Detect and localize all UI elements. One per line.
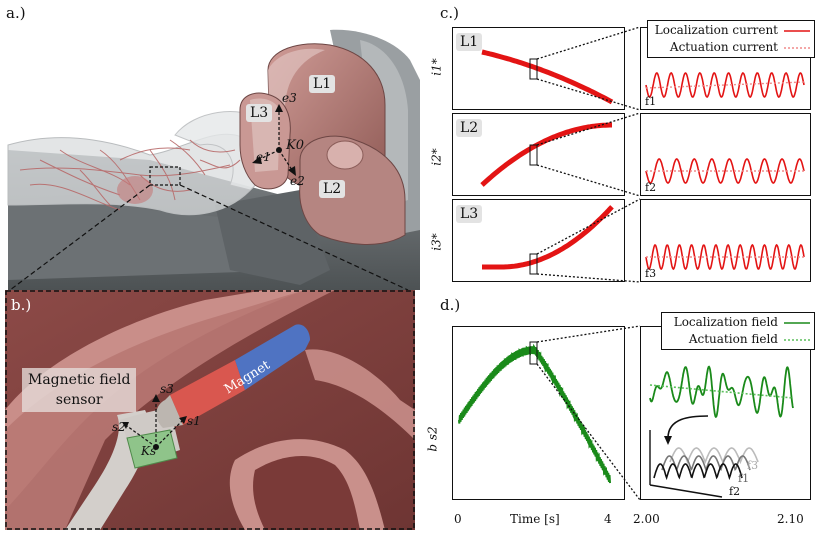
zoom-line-top-2 xyxy=(536,112,641,146)
spectrum-trace-1 xyxy=(669,447,759,465)
legend-current-swatches xyxy=(784,30,810,49)
legend-actuation-field: Actuation field xyxy=(688,332,778,346)
freq-label-f1: f1 xyxy=(645,95,657,108)
sensor-label-box: Magnetic field sensor xyxy=(22,368,137,412)
coil-label-l2: L2 xyxy=(319,180,346,198)
x-tick-2-00: 2.00 xyxy=(633,512,660,526)
frame-ks-label: Ks xyxy=(141,444,157,458)
panel-a-label: a.) xyxy=(6,4,26,22)
field-trace xyxy=(458,343,611,484)
current-trace-2 xyxy=(480,122,612,187)
spectrum-label-f3: f3 xyxy=(747,459,759,472)
x-axis-label: Time [s] xyxy=(510,512,560,526)
freq-label-f2: f2 xyxy=(645,181,657,194)
zoom-line-bottom-1 xyxy=(536,78,641,111)
frame-k0-label: K0 xyxy=(286,138,304,153)
freq-label-f3: f3 xyxy=(645,267,657,280)
zoom-line-bottom-2 xyxy=(536,164,641,197)
panel-b-label: b.) xyxy=(11,296,32,314)
zoom-current-trace-2 xyxy=(645,158,805,184)
zoom-line-top-1 xyxy=(536,26,641,60)
zoom-line-top-3 xyxy=(536,198,641,255)
legend-actuation-current: Actuation current xyxy=(669,40,778,54)
spectrum-x-axis xyxy=(649,484,723,498)
coil-label-l3: L3 xyxy=(246,104,273,122)
sensor-label-line1: Magnetic field xyxy=(28,372,131,388)
legend-localization-field: Localization field xyxy=(673,315,778,329)
sensor-label-line2: sensor xyxy=(55,392,103,408)
axis-e1-label: e1 xyxy=(256,150,271,164)
current-plot-l3: L3 xyxy=(452,199,625,282)
legend-localization-current: Localization current xyxy=(654,23,778,37)
zoom-current-trace-3 xyxy=(645,243,805,271)
legend-currents: Localization current Actuation current xyxy=(647,20,815,58)
current-trace-1 xyxy=(481,49,614,105)
axis-s2-label: s2 xyxy=(112,420,126,434)
plot-coil-label-l2: L2 xyxy=(456,119,483,137)
axis-s3-label: s3 xyxy=(160,382,174,396)
axis-e2-label: e2 xyxy=(290,174,305,188)
plot-coil-label-l1: L1 xyxy=(456,33,483,51)
panel-a-render xyxy=(7,29,420,290)
zoom-box-2 xyxy=(529,144,538,166)
spectrum-arrow xyxy=(667,415,709,439)
zoom-line-bottom-3 xyxy=(536,273,641,283)
field-zoom-line-top xyxy=(536,325,641,343)
plot-coil-label-l3: L3 xyxy=(456,205,483,223)
axis-e3-label: e3 xyxy=(282,91,297,105)
x-tick-0: 0 xyxy=(454,512,462,526)
field-zoom-box xyxy=(529,341,538,365)
zoom-box-1 xyxy=(529,58,538,80)
panel-c-label: c.) xyxy=(440,4,460,22)
coil-label-l1: L1 xyxy=(309,75,336,93)
spectrum-label-f1: f1 xyxy=(738,472,750,485)
spectrum-trace-3 xyxy=(653,463,743,481)
panel-d-label: d.) xyxy=(440,296,461,314)
x-tick-4: 4 xyxy=(604,512,612,526)
legend-field-swatches xyxy=(784,322,810,341)
x-tick-2-10: 2.10 xyxy=(777,512,804,526)
spectrum-arrowhead xyxy=(664,436,672,445)
axis-s1-label: s1 xyxy=(187,414,201,428)
zoom-current-trace-1 xyxy=(645,72,805,98)
current-trace-3 xyxy=(482,205,614,270)
field-zoom-trace xyxy=(649,365,794,418)
zoom-box-3 xyxy=(529,253,538,275)
spectrum-label-f2: f2 xyxy=(729,485,741,498)
field-zoom-line-bottom xyxy=(536,363,641,501)
legend-fields: Localization field Actuation field xyxy=(661,312,815,350)
